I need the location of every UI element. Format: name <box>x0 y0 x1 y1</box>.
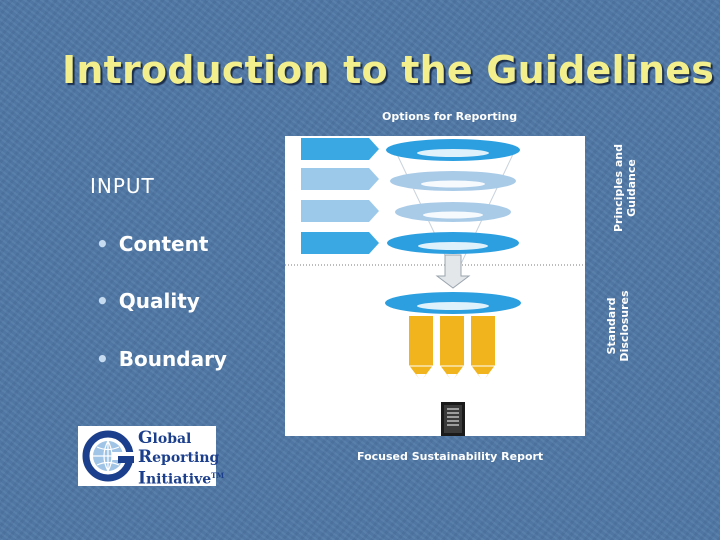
reporting-funnel-diagram <box>285 136 585 436</box>
disc-1-highlight <box>417 149 489 157</box>
down-arrow-icon <box>435 254 471 289</box>
funnel-graphic <box>285 138 585 436</box>
bullet-dot-icon: • <box>96 347 109 371</box>
input-arrow-2 <box>301 168 379 190</box>
logo-word-initiative: nitiative <box>145 471 212 488</box>
standard-disclosures-label: Standard Disclosures <box>605 281 633 371</box>
input-arrow-1 <box>301 138 379 160</box>
input-arrow-4 <box>301 232 379 254</box>
bullet-text: Content <box>118 232 209 256</box>
bullet-boundary: • Boundary <box>96 347 227 371</box>
trademark-mark: TM <box>211 471 225 480</box>
bullet-text: Quality <box>118 289 200 313</box>
disc-5-highlight <box>417 302 489 310</box>
pencil-2 <box>439 316 465 383</box>
report-document-icon <box>441 402 465 436</box>
input-arrow-3 <box>301 200 379 222</box>
side-label-line: Principles and <box>612 144 625 232</box>
pencil-3 <box>470 316 496 383</box>
disc-3-highlight <box>423 211 483 219</box>
focused-report-label: Focused Sustainability Report <box>357 450 544 463</box>
bullet-content: • Content <box>96 232 208 256</box>
logo-cap-g: G <box>138 428 153 448</box>
disc-4-highlight <box>418 242 488 250</box>
logo-word-global: lobal <box>152 431 192 447</box>
principles-guidance-label: Principles and Guidance <box>612 136 640 240</box>
options-for-reporting-label: Options for Reporting <box>382 110 518 123</box>
logo-word-reporting: eporting <box>152 450 220 466</box>
logo-wordmark: Global Reporting InitiativeTM <box>138 429 224 489</box>
gri-logo: Global Reporting InitiativeTM <box>78 426 224 488</box>
bullet-dot-icon: • <box>96 289 109 313</box>
bullet-dot-icon: • <box>96 232 109 256</box>
pencil-1 <box>408 316 434 383</box>
bullet-text: Boundary <box>118 347 227 371</box>
globe-icon <box>82 430 134 482</box>
slide-title: Introduction to the Guidelines <box>62 48 715 92</box>
side-label-line: Standard <box>605 297 618 355</box>
input-heading: INPUT <box>90 174 155 198</box>
side-label-line: Guidance <box>625 159 638 217</box>
bullet-quality: • Quality <box>96 289 200 313</box>
logo-cap-i: I <box>138 468 146 489</box>
side-label-line: Disclosures <box>618 290 631 362</box>
disc-2-highlight <box>421 180 485 188</box>
logo-cap-r: R <box>138 447 153 467</box>
